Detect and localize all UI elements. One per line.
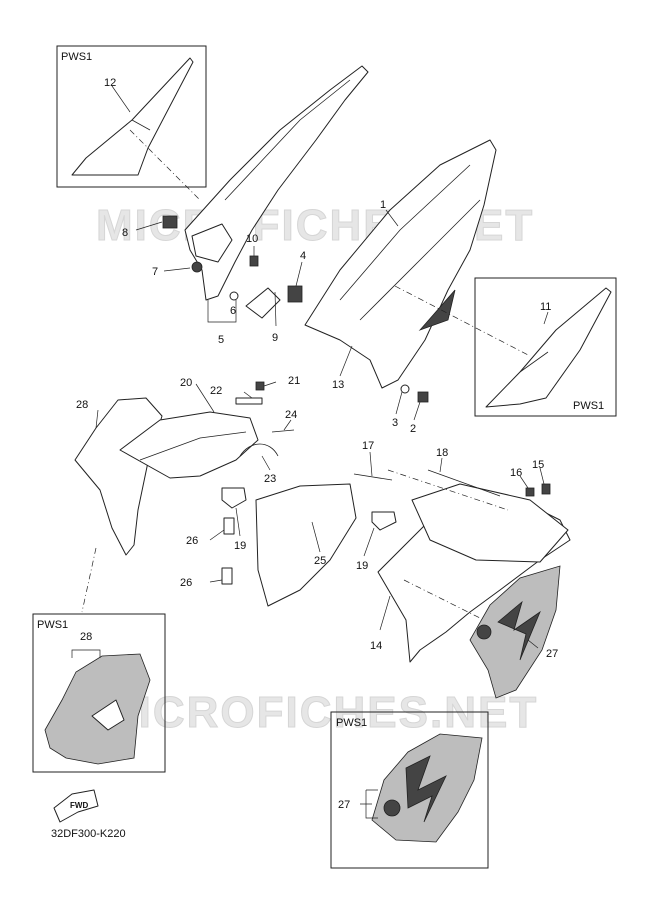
part-15-bolt-icon: [541, 483, 551, 495]
box-28-frame: [32, 613, 166, 773]
callout-16: 16: [510, 467, 522, 479]
part-24-strip-icon: [271, 429, 295, 433]
callout-4: 4: [300, 250, 306, 262]
fwd-arrow-icon: FWD: [53, 789, 99, 823]
part-18-strip-icon: [427, 469, 501, 497]
callout-24: 24: [285, 409, 297, 421]
part-26-pad-b-icon: [221, 567, 233, 585]
part-26-pad-a-icon: [223, 517, 235, 535]
callout-2: 2: [410, 423, 416, 435]
callout-27: 27: [546, 648, 558, 660]
callout-21: 21: [288, 375, 300, 387]
part-4-damper-icon: [287, 285, 303, 303]
part-19-right-clip-icon: [371, 511, 397, 531]
callout-18: 18: [436, 447, 448, 459]
callout-22: 22: [210, 385, 222, 397]
callout-3: 3: [392, 417, 398, 429]
callout-8: 8: [122, 227, 128, 239]
callout-27b: 27: [338, 799, 350, 811]
callout-7: 7: [152, 266, 158, 278]
part-rear-panel: [184, 65, 369, 301]
callout-23: 23: [264, 473, 276, 485]
part-6-collar-icon: [229, 291, 239, 301]
callout-15: 15: [532, 459, 544, 471]
diagram-code: 32DF300-K220: [51, 828, 126, 840]
box-12-frame: [56, 45, 207, 188]
part-27-graphic: [469, 565, 561, 699]
part-14-front-cover: [377, 483, 571, 663]
fwd-label: FWD: [70, 801, 88, 810]
detail-box-12: PWS1: [56, 45, 207, 188]
callout-labels: 12 1 11 8 7 6 5 9 10 4 13 3 2 28 20 22 2…: [76, 77, 558, 811]
box-12-label: PWS1: [61, 51, 92, 63]
part-28-front-shroud: [74, 397, 259, 556]
box-27-label: PWS1: [336, 717, 367, 729]
part-9-bracket-icon: [245, 287, 281, 319]
detail-box-11: PWS1: [474, 277, 617, 417]
detail-box-27: PWS1: [330, 711, 489, 869]
part-10-bolt-icon: [249, 255, 259, 267]
part-7-grommet-icon: [191, 261, 203, 273]
part-16-nut-icon: [525, 487, 535, 497]
callout-5: 5: [218, 334, 224, 346]
callout-28: 28: [76, 399, 88, 411]
callout-13: 13: [332, 379, 344, 391]
part-1-side-cover: [304, 139, 497, 389]
callout-10: 10: [246, 233, 258, 245]
box-11-label: PWS1: [573, 400, 604, 412]
decal-12: [71, 57, 194, 176]
part-21-screw-icon: [255, 381, 265, 391]
part-22-clip-icon: [235, 397, 263, 405]
leader-lines: [71, 85, 549, 819]
detail-box-28: PWS1: [32, 613, 166, 773]
part-17-strip-icon: [353, 473, 393, 481]
callout-14: 14: [370, 640, 382, 652]
callout-11: 11: [540, 301, 551, 313]
callout-17: 17: [362, 440, 374, 452]
box-11-frame: [474, 277, 617, 417]
part-8-clip-icon: [162, 215, 178, 229]
box-27-frame: [330, 711, 489, 869]
decal-28: [44, 653, 151, 765]
decal-11: [485, 287, 612, 408]
callout-12: 12: [104, 77, 116, 89]
callout-25: 25: [314, 555, 326, 567]
callout-26a: 26: [186, 535, 198, 547]
callout-1: 1: [380, 199, 386, 211]
tuning-fork-logo-icon: [383, 799, 401, 817]
callout-19a: 19: [234, 540, 246, 552]
callout-9: 9: [272, 332, 278, 344]
part-19-left-clip-icon: [221, 487, 247, 509]
callout-19b: 19: [356, 560, 368, 572]
callout-20: 20: [180, 377, 192, 389]
part-23-band-icon: [239, 443, 279, 457]
part-2-bolt-icon: [417, 391, 429, 403]
callout-28b: 28: [80, 631, 92, 643]
box-28-label: PWS1: [37, 619, 68, 631]
part-3-washer-icon: [400, 384, 410, 394]
callout-6: 6: [230, 305, 236, 317]
part-25-inner-panel: [255, 483, 357, 607]
callout-26b: 26: [180, 577, 192, 589]
hardware: [162, 215, 551, 585]
